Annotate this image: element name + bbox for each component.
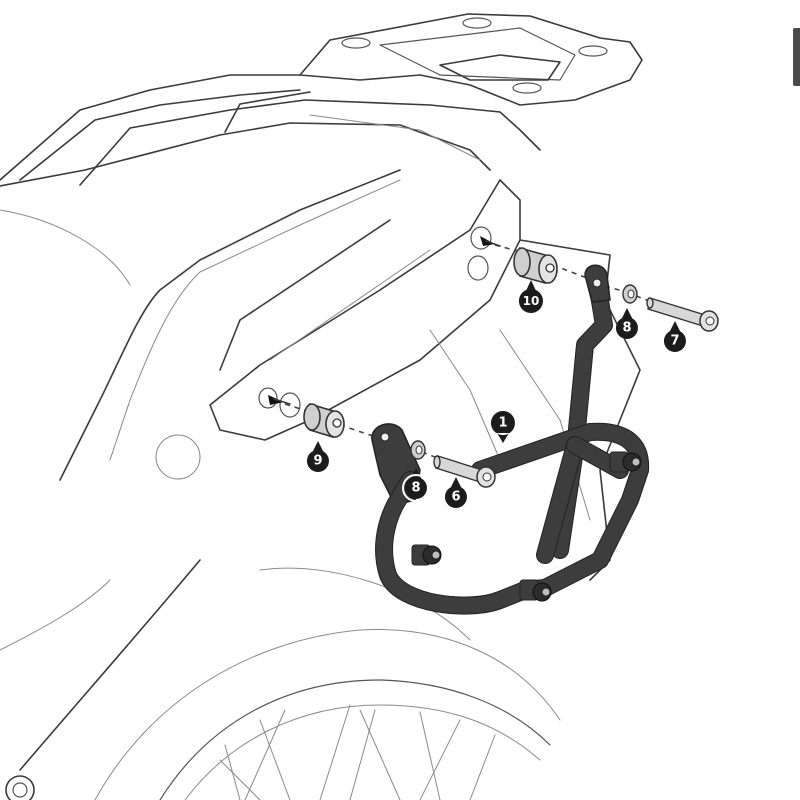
callout-9: 9	[306, 441, 329, 472]
insertion-arrows	[268, 236, 501, 405]
side-carrier-bracket	[371, 264, 650, 615]
mount-stud	[609, 451, 642, 473]
callout-6: 6	[444, 477, 467, 508]
motorcycle-body-outline	[0, 13, 643, 800]
callout-7: 7	[663, 321, 686, 352]
callout-label: 6	[451, 490, 460, 505]
bolt-upper	[646, 297, 719, 332]
callout-label: 9	[313, 454, 322, 469]
callout-label: 10	[523, 294, 540, 308]
washer-upper	[622, 284, 638, 304]
callout-label: 7	[670, 334, 679, 349]
mount-stud	[411, 544, 442, 566]
edge-tab-marker	[793, 28, 800, 86]
callout-label: 8	[622, 321, 631, 336]
spacer-upper	[513, 246, 558, 285]
washer-lower	[410, 440, 426, 460]
bolt-lower	[433, 455, 496, 488]
callout-label: 8	[411, 481, 420, 496]
callout-1: 1	[490, 411, 515, 443]
mount-stud	[519, 579, 552, 602]
callout-label: 1	[498, 416, 507, 431]
callout-10: 10	[518, 280, 543, 313]
spacer-lower	[303, 402, 345, 439]
callout-8-upper: 8	[615, 308, 638, 339]
callout-8-lower: 8	[402, 468, 430, 502]
